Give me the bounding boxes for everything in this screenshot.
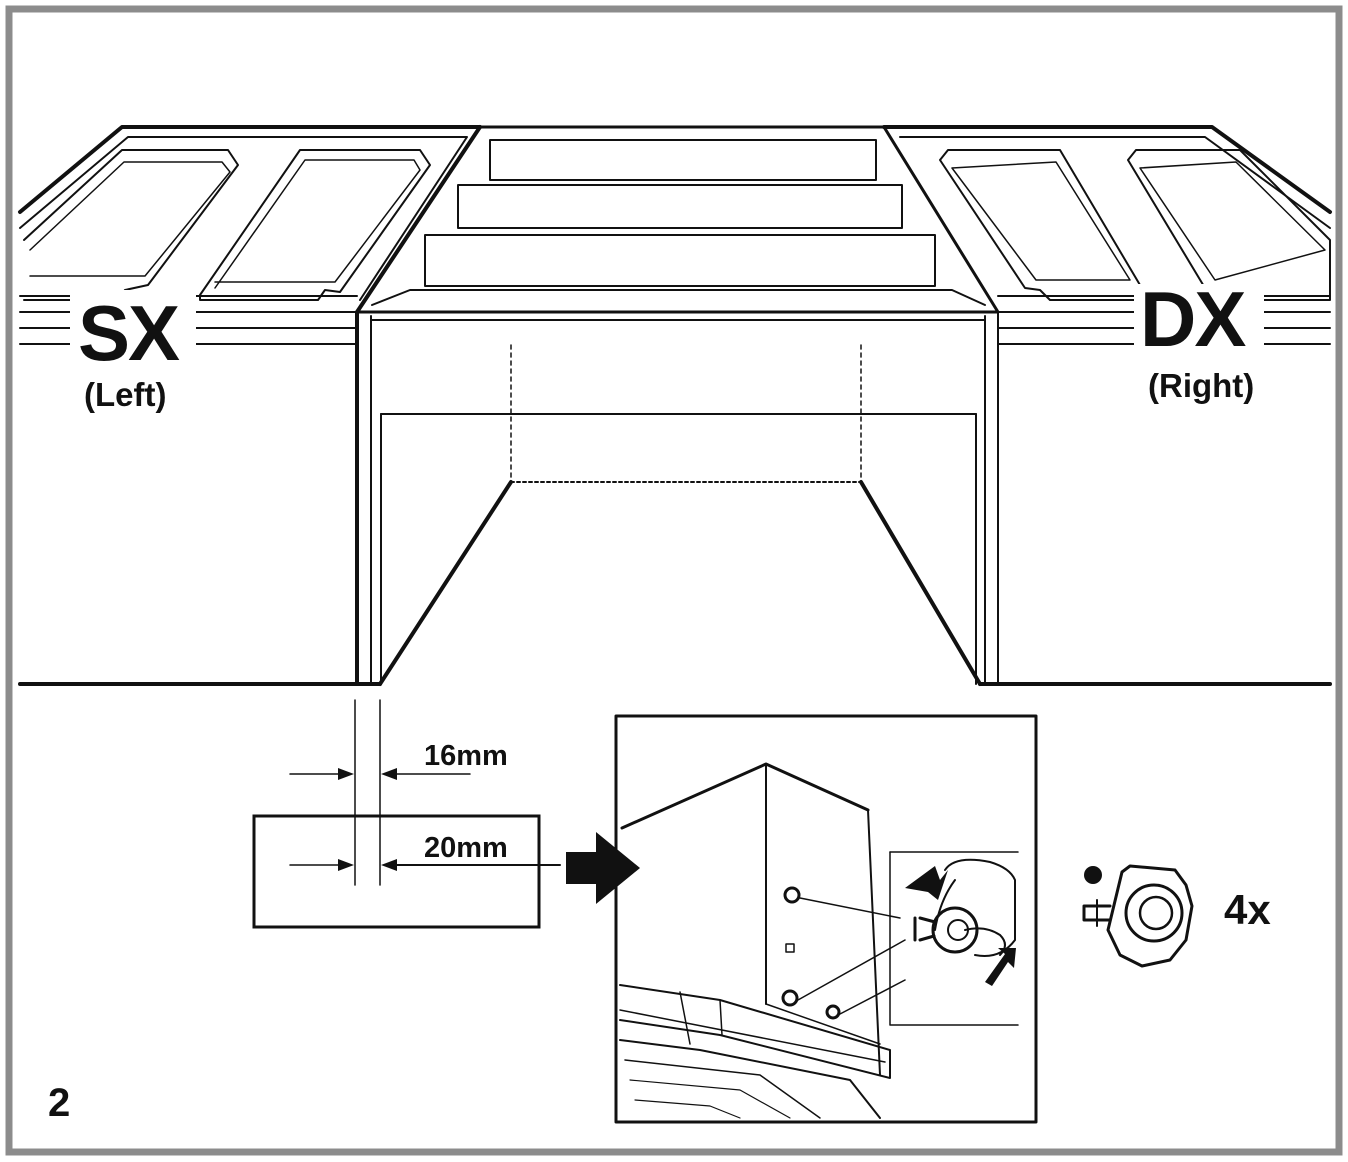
dimension-20mm: 20mm bbox=[424, 832, 508, 864]
sx-label: SX bbox=[78, 289, 180, 377]
hood-unit bbox=[355, 125, 1000, 686]
right-label: (Right) bbox=[1148, 367, 1254, 404]
dimension-arrow-20-left bbox=[338, 859, 354, 871]
rotate-arrow-icon bbox=[905, 866, 948, 900]
dimension-arrow-16-left bbox=[338, 768, 354, 780]
quantity-label: 4x bbox=[1224, 886, 1271, 933]
mounting-bracket-icon bbox=[1082, 864, 1194, 968]
sx-label-backdrop bbox=[70, 290, 196, 365]
dx-label: DX bbox=[1140, 275, 1246, 363]
detail-inset bbox=[614, 714, 1038, 1124]
diagram-border bbox=[5, 5, 1343, 1156]
dimension-arrow-16-right bbox=[381, 768, 397, 780]
right-cabinet bbox=[882, 125, 1332, 686]
dx-label-backdrop bbox=[1134, 284, 1264, 354]
arrow-right-icon bbox=[566, 832, 640, 904]
dimension-arrow-20-right bbox=[381, 859, 397, 871]
rotate-arrow-icon bbox=[985, 948, 1016, 986]
dimension-callout bbox=[252, 699, 561, 929]
step-number: 2 bbox=[48, 1081, 70, 1125]
left-label: (Left) bbox=[84, 376, 166, 413]
dimension-16mm: 16mm bbox=[424, 740, 508, 772]
bullet-dot-icon bbox=[1084, 866, 1102, 884]
